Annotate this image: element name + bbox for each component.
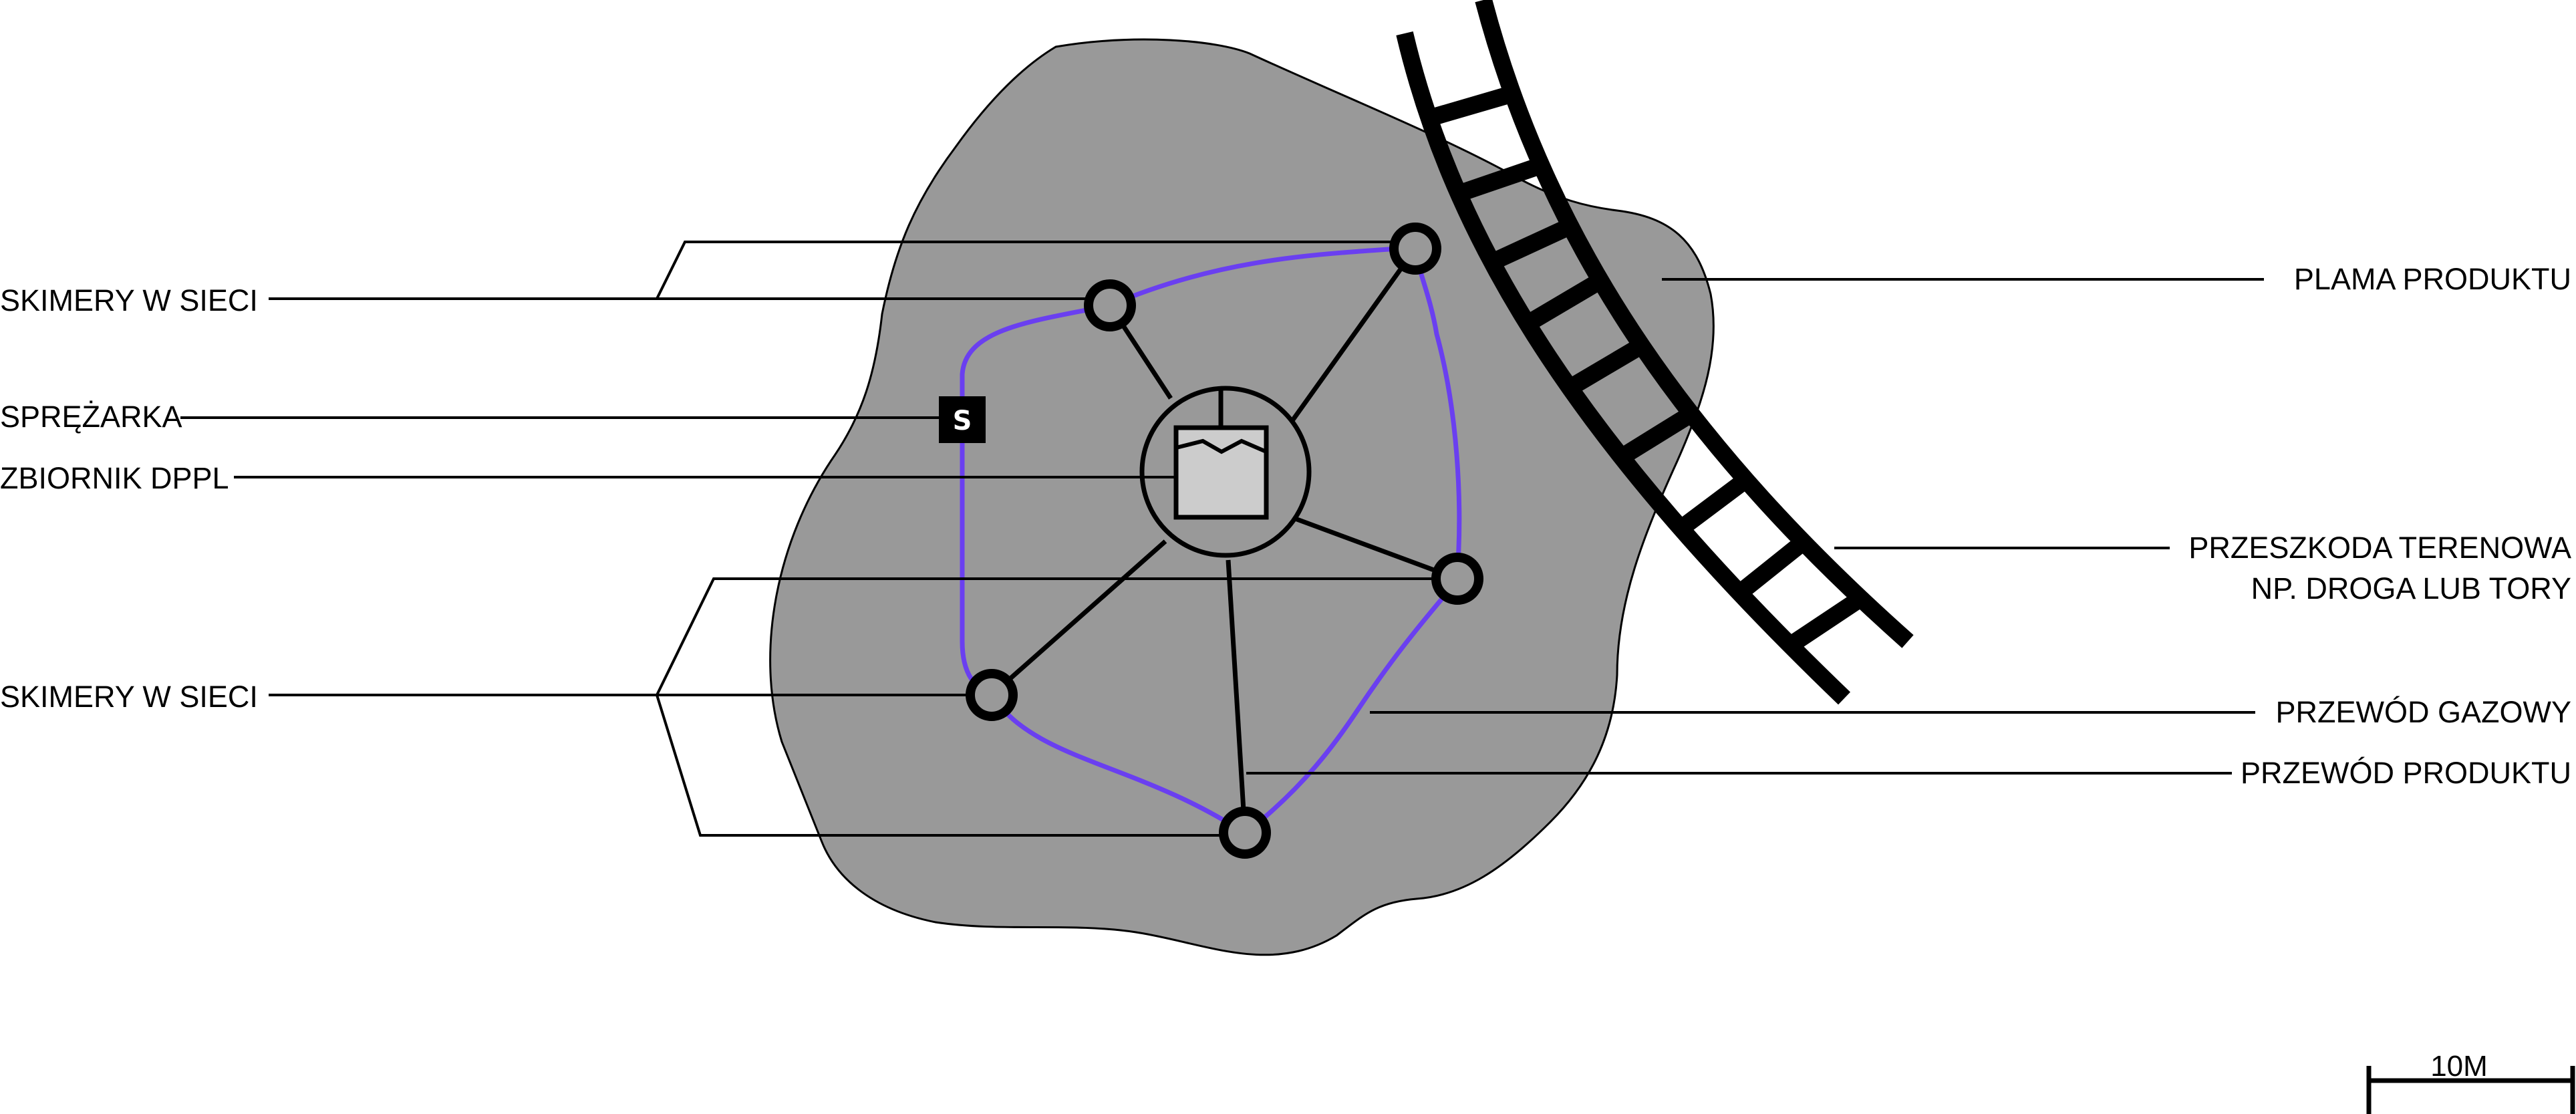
rail-tie	[1672, 474, 1749, 539]
skimmers	[966, 223, 1483, 859]
rail-ties	[1426, 86, 1866, 652]
compressor-symbol: S	[953, 406, 972, 436]
compressor-icon: S	[939, 396, 986, 443]
tank-body	[1173, 425, 1269, 520]
rail-tie	[1526, 271, 1608, 330]
rail-tie	[1785, 591, 1866, 652]
label-skimmers-top: SKIMERY W SIECI	[0, 283, 258, 317]
product-line-to-skimmer-3	[1294, 516, 1459, 581]
label-tank: ZBIORNIK DPPL	[0, 461, 229, 495]
label-slick: PLAMA PRODUKTU	[2294, 262, 2571, 296]
leader-lines-right	[1246, 278, 2264, 775]
product-line-to-skimmer-4	[1226, 559, 1248, 833]
product-line-to-skimmer-2	[1291, 247, 1417, 422]
compressor-box	[939, 396, 986, 443]
label-obstacle-line2: NP. DROGA LUB TORY	[2251, 571, 2571, 605]
railway-track-icon	[1396, 0, 1914, 705]
label-skimmers-bottom: SKIMERY W SIECI	[0, 680, 258, 714]
leader-skimmers-bottom-branch	[655, 577, 1435, 837]
rail-tie	[1731, 534, 1810, 602]
scale-bar: 10M	[2366, 1050, 2575, 1114]
skimmer-ring-icon	[966, 669, 1018, 721]
rail-tie	[1426, 86, 1512, 127]
rail-tie	[1491, 217, 1576, 269]
rail-tie	[1459, 156, 1546, 201]
product-line-to-skimmer-5	[990, 539, 1167, 697]
tank-icon	[1139, 386, 1312, 558]
skimmer-ring-icon	[1084, 279, 1136, 331]
scale-bar-label: 10M	[2430, 1050, 2488, 1083]
leader-skimmers-top-branch	[656, 241, 1393, 299]
label-obstacle-line1: PRZESZKODA TERENOWA	[2188, 531, 2571, 565]
leader-lines-left	[180, 241, 1435, 837]
rail-tie	[1616, 406, 1695, 466]
skimmer-ring-icon	[1219, 807, 1271, 859]
skimmer-ring-icon	[1389, 223, 1441, 275]
rail-tie	[1566, 336, 1649, 396]
label-gas-line: PRZEWÓD GAZOWY	[2276, 695, 2572, 729]
tank-level-line	[1175, 438, 1268, 454]
skimmer-ring-icon	[1431, 553, 1483, 605]
label-product-line: PRZEWÓD PRODUKTU	[2241, 756, 2571, 790]
label-compressor: SPRĘŻARKA	[0, 400, 182, 434]
